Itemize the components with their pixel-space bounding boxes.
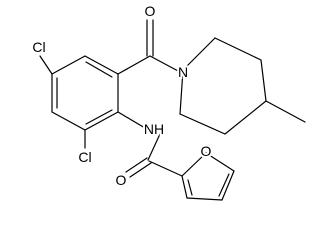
piperidine-n-label: N — [178, 64, 188, 80]
bond-ring-inner-1 — [85, 61, 113, 78]
bond-furan-2 — [205, 152, 235, 172]
bond-ring-carbonyl — [117, 55, 151, 75]
bond-pip-1 — [182, 37, 216, 71]
bond-nh-carbonyl — [147, 133, 161, 161]
piperidine-ring — [179, 37, 267, 135]
bond-methyl — [265, 100, 306, 123]
furan-ring — [181, 152, 235, 201]
bond-furan-4 — [186, 197, 223, 201]
amide-nh-label: NH — [144, 121, 164, 137]
bond-furan-inner-1 — [187, 179, 193, 196]
bond-pip-6 — [179, 69, 184, 115]
bond-ring-inner-2 — [85, 109, 113, 125]
bond-furan-1 — [181, 152, 207, 177]
bond-amide-o-double-1 — [125, 157, 148, 173]
amide-o-label: O — [116, 172, 127, 188]
bond-ring-a1-a2 — [84, 55, 119, 75]
bond-ring-a6-a1 — [51, 55, 86, 75]
bond-amide-furan — [148, 160, 183, 177]
chloro-bottom-label: Cl — [78, 149, 91, 165]
bond-furan-inner-2 — [218, 173, 230, 197]
molecule-diagram: O N Cl Cl NH O O — [30, 1, 306, 201]
bond-ring-a4-a5 — [51, 111, 86, 131]
structure-canvas: O N Cl Cl NH O O — [30, 1, 306, 201]
bond-cl-left — [39, 55, 53, 75]
bond-pip-3 — [260, 59, 267, 102]
carbonyl-o-top-label: O — [145, 3, 156, 19]
bond-carbonyl-n — [149, 55, 181, 73]
benzene-ring — [51, 55, 119, 131]
bond-ring-a3-a4 — [84, 111, 119, 131]
bond-furan-3 — [221, 170, 235, 201]
bond-pip-4 — [224, 100, 267, 135]
chloro-left-label: Cl — [32, 39, 45, 55]
bond-amide-o-double-2 — [129, 162, 152, 178]
bond-pip-5 — [179, 113, 226, 135]
bond-ring-nh — [117, 111, 146, 129]
furan-o-label: O — [201, 143, 212, 159]
bond-pip-2 — [214, 37, 262, 61]
bond-furan-5 — [181, 175, 188, 199]
